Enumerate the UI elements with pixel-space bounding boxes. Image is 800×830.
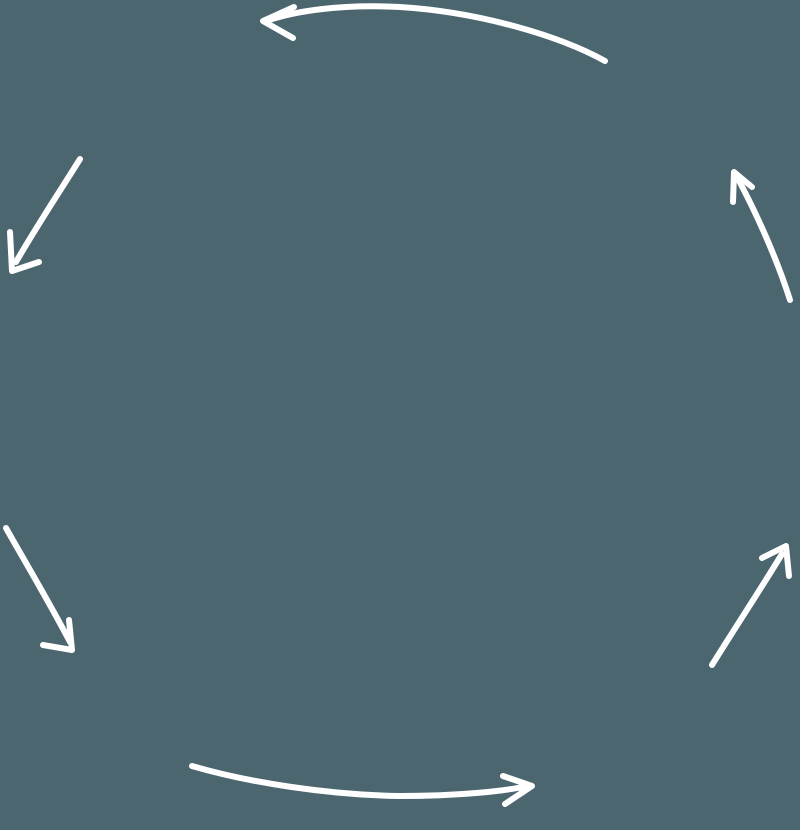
arrow-head-icon [759,543,792,579]
cycle-arrow-top-arc [260,3,608,64]
cycle-arrow-right-lower [709,543,792,668]
arrow-head-icon [7,229,42,274]
cycle-arrow-bottom-arc [189,763,535,807]
arrow-shaft-icon [263,3,608,64]
arrow-shaft-icon [3,525,73,645]
arrow-head-icon [730,169,755,205]
arrow-shaft-icon [189,763,531,799]
cycle-arrow-right-upper [730,169,793,303]
arrow-head-icon [40,617,75,653]
arrow-shaft-icon [734,174,793,303]
arrow-head-icon [500,773,535,807]
arrow-shaft-icon [13,156,83,265]
cycle-arrow-top-left [7,156,83,274]
arrow-shaft-icon [709,551,785,668]
cycle-arrow-left-lower [3,525,75,653]
arrow-head-icon [260,4,297,41]
